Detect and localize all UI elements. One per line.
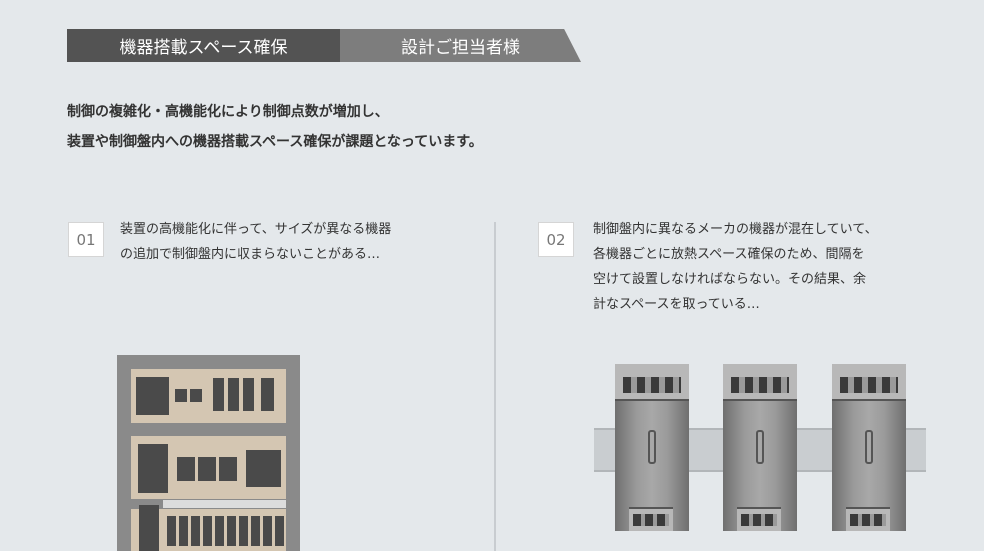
case-line: 計なスペースを取っている…: [593, 297, 760, 312]
device-block: [227, 516, 236, 546]
tab-label: 設計ご担当者様: [401, 38, 520, 58]
terminal-block: [629, 507, 673, 531]
control-panel-illustration: [117, 355, 300, 551]
tab-bar: 機器搭載スペース確保 設計ご担当者様: [67, 29, 582, 62]
panel-rail: [131, 436, 286, 499]
intro-text: 制御の複雑化・高機能化により制御点数が増加し、 装置や制御盤内への機器搭載スペー…: [67, 97, 483, 157]
device-block: [263, 516, 272, 546]
device-block: [251, 516, 260, 546]
device-block: [243, 378, 254, 411]
device-block: [219, 457, 237, 481]
case-line: 各機器ごとに放熱スペース確保のため、間隔を: [593, 247, 865, 262]
terminal-block: [832, 364, 906, 401]
device-slot: [648, 430, 656, 464]
case-line: 装置の高機能化に伴って、サイズが異なる機器: [120, 222, 392, 237]
device-block: [203, 516, 212, 546]
terminal-block: [846, 507, 890, 531]
device-block: [138, 444, 168, 493]
intro-line-2: 装置や制御盤内への機器搭載スペース確保が課題となっています。: [67, 134, 483, 150]
device-slot: [756, 430, 764, 464]
device-block: [136, 377, 169, 415]
device-block: [190, 389, 202, 402]
device-block: [215, 516, 224, 546]
case-line: 制御盤内に異なるメーカの機器が混在していて、: [593, 222, 878, 237]
device-block: [191, 516, 200, 546]
column-divider: [494, 222, 496, 551]
tab-label: 機器搭載スペース確保: [119, 38, 288, 58]
tab-designers[interactable]: 設計ご担当者様: [340, 29, 581, 62]
case-description: 制御盤内に異なるメーカの機器が混在していて、 各機器ごとに放熱スペース確保のため…: [593, 217, 878, 317]
wire-duct: [163, 500, 286, 508]
device-block: [179, 516, 188, 546]
device-block: [275, 516, 284, 546]
case-number-badge: 01: [68, 222, 104, 257]
device-slot: [865, 430, 873, 464]
din-device: [723, 364, 797, 531]
case-description: 装置の高機能化に伴って、サイズが異なる機器 の追加で制御盤内に収まらないことがあ…: [120, 217, 391, 267]
terminal-block: [615, 364, 689, 401]
device-block: [139, 505, 159, 551]
case-line: の追加で制御盤内に収まらないことがある…: [120, 247, 381, 262]
device-block: [228, 378, 239, 411]
din-device: [615, 364, 689, 531]
intro-line-1: 制御の複雑化・高機能化により制御点数が増加し、: [67, 104, 389, 120]
device-block: [246, 450, 281, 487]
din-device: [832, 364, 906, 531]
terminal-block: [723, 364, 797, 401]
device-block: [167, 516, 176, 546]
panel-rail: [131, 505, 286, 551]
panel-rail: [131, 369, 286, 423]
device-block: [261, 378, 274, 411]
case-number-badge: 02: [538, 222, 574, 257]
device-block: [239, 516, 248, 546]
device-block: [213, 378, 224, 411]
terminal-block: [737, 507, 781, 531]
device-block: [175, 389, 187, 402]
device-block: [198, 457, 216, 481]
tab-space-securing[interactable]: 機器搭載スペース確保: [67, 29, 340, 62]
device-block: [177, 457, 195, 481]
case-line: 空けて設置しなければならない。その結果、余: [593, 272, 867, 287]
